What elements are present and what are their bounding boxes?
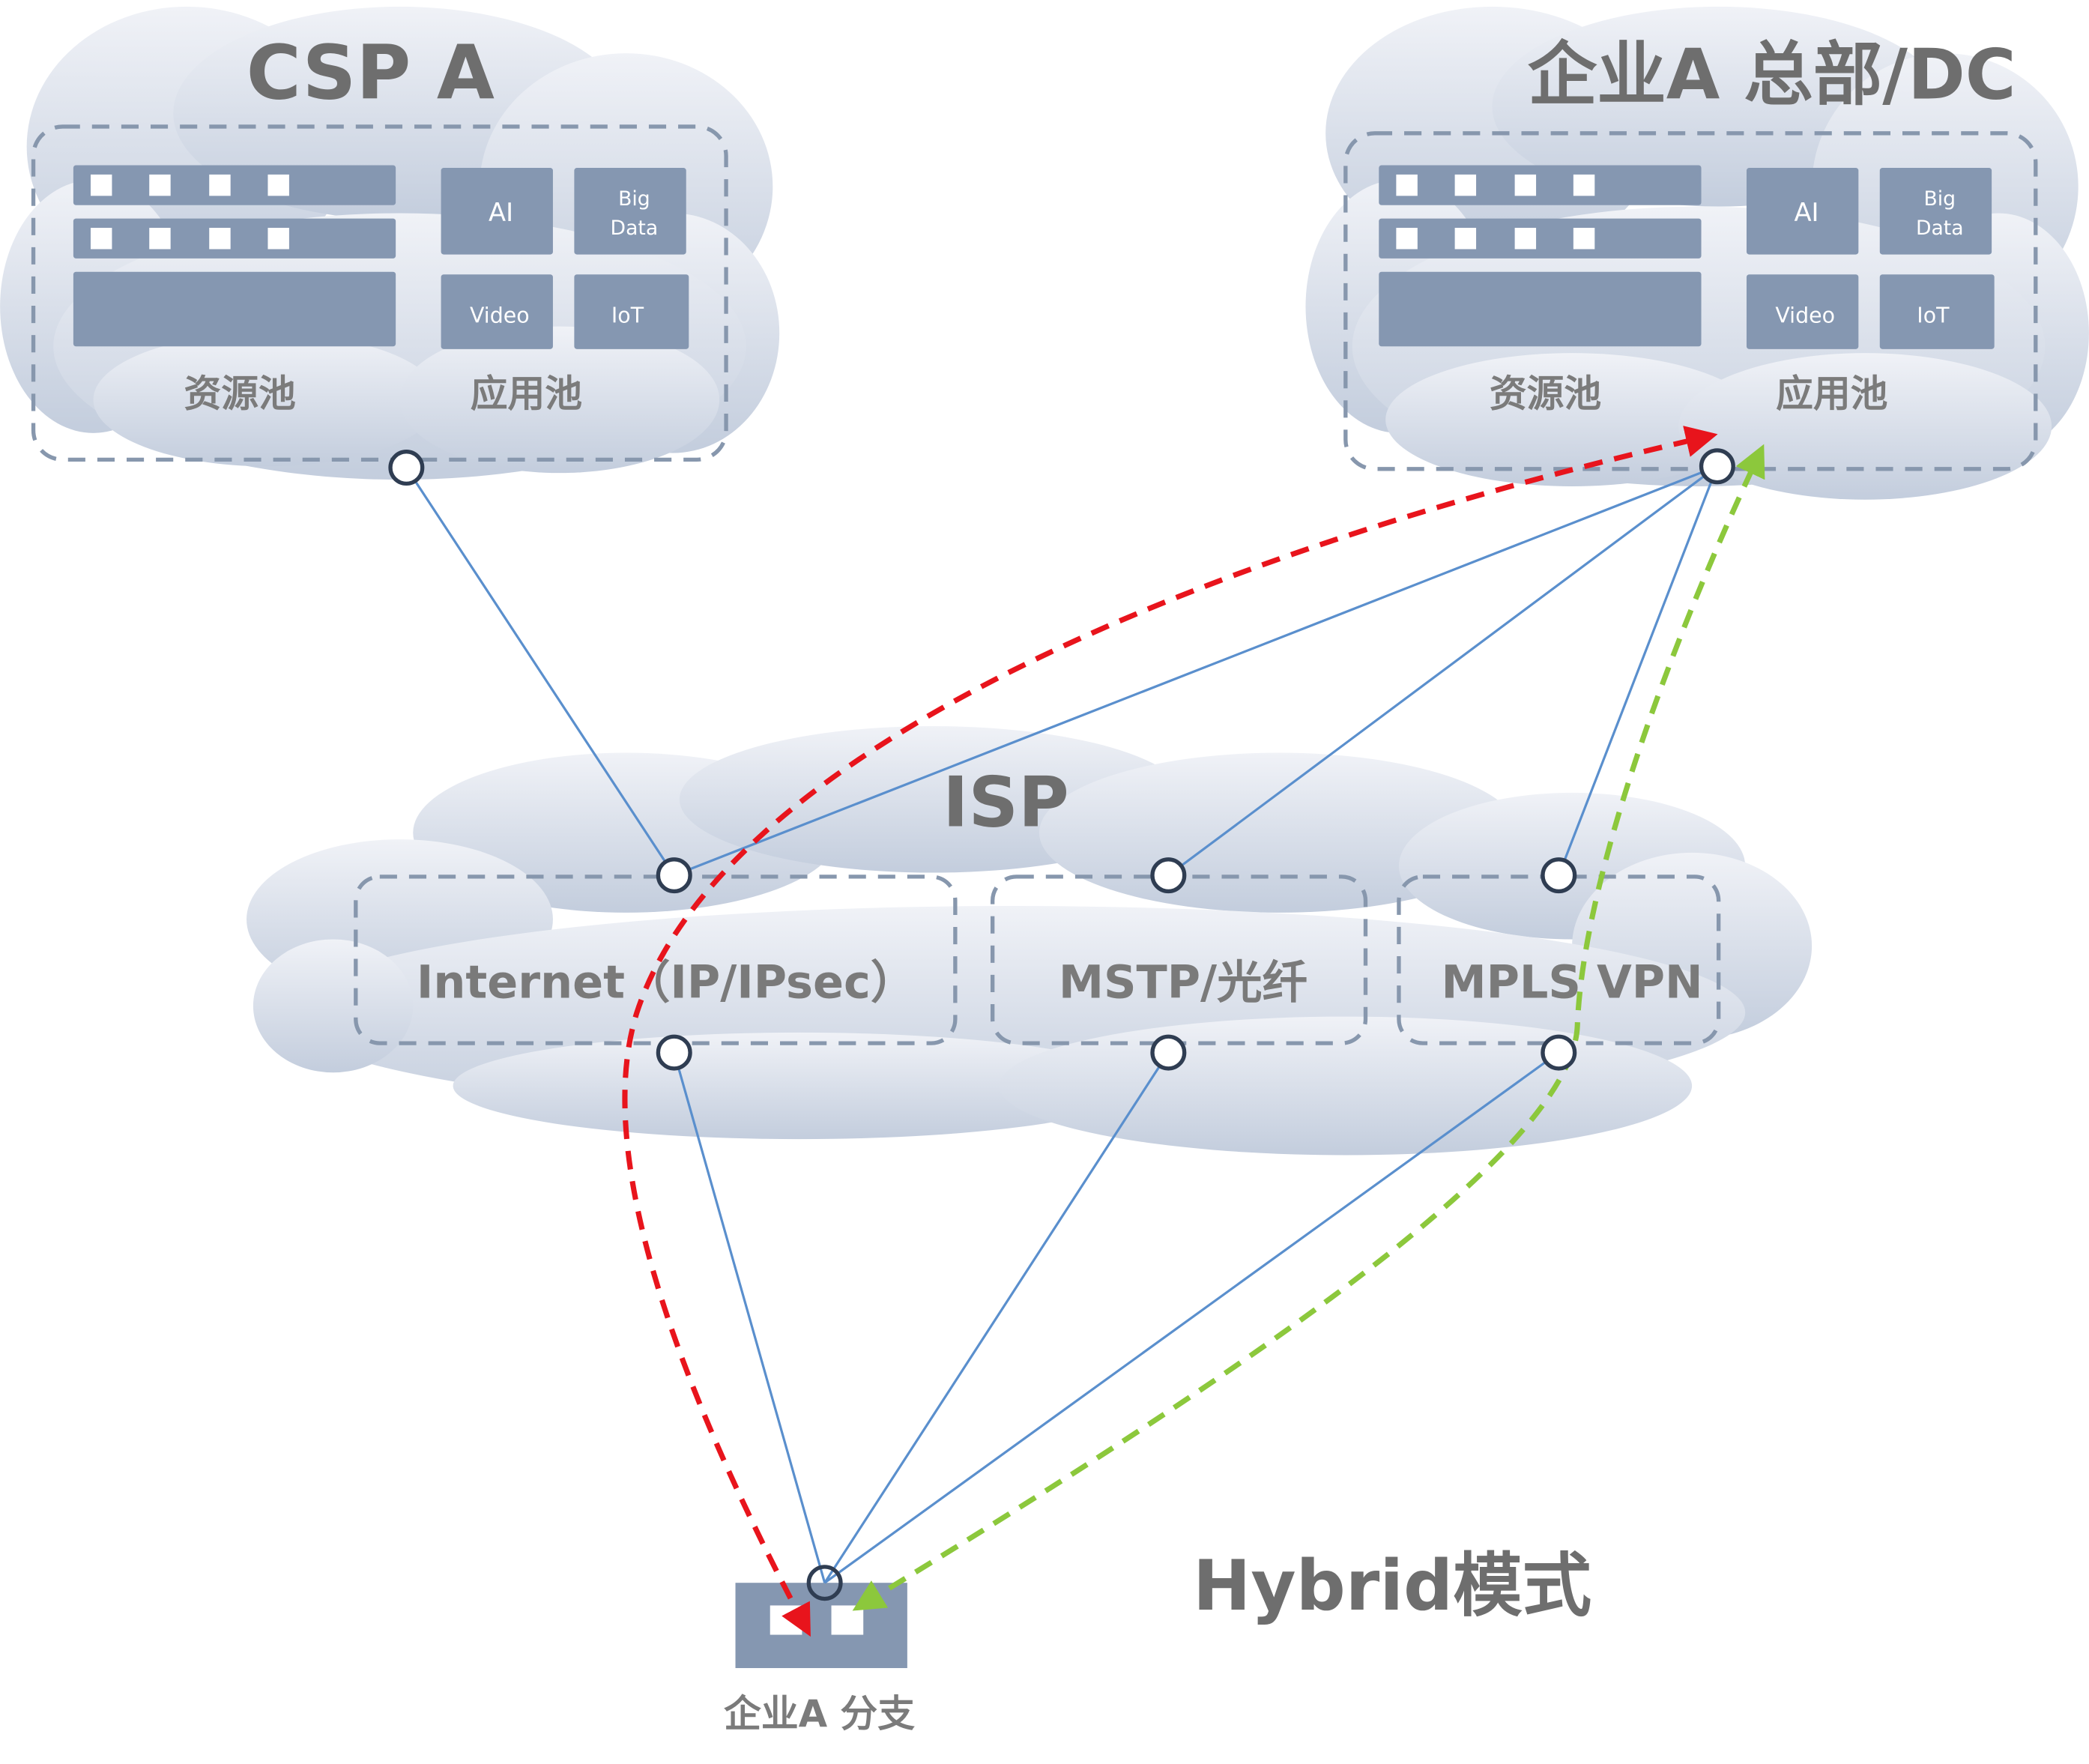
mstp-bottom-node: [1150, 1034, 1187, 1071]
nodes: [388, 448, 1735, 1601]
hq-rack-2-port: [1573, 228, 1595, 250]
csp-title: CSP A: [247, 31, 495, 117]
hq-app-iot-label: IoT: [1917, 303, 1950, 327]
hq-app-video-label: Video: [1775, 303, 1835, 327]
branch-label: 企业A 分支: [724, 1692, 915, 1736]
csp-resource-pool: [73, 165, 396, 347]
csp-boundary: [31, 124, 728, 462]
hq-app-ai: [1746, 168, 1859, 255]
csp-app-big-data: [574, 168, 686, 255]
hq-app-big-data-label-line-2: Data: [1916, 217, 1964, 240]
csp-server-rack-1: [73, 165, 396, 205]
csp-app-pool-label: 应用池: [471, 372, 582, 415]
csp-app-video: [441, 274, 553, 349]
hq-node: [1699, 448, 1735, 485]
csp-server-rack-2: [73, 218, 396, 259]
mode-label: Hybrid模式: [1193, 1545, 1591, 1626]
csp-rack-2-port: [267, 228, 289, 250]
hq-app-pool: AI Big Data Video IoT: [1746, 168, 1995, 349]
hq-app-big-data-label-line-1: Big: [1923, 187, 1956, 211]
mpls-network-label: MPLS VPN: [1441, 957, 1702, 1009]
csp-app-iot-label: IoT: [611, 303, 644, 327]
link-csp-internet: [405, 467, 676, 876]
hq-app-big-data: [1879, 168, 1992, 255]
csp-app-big-data-label-line-1: Big: [618, 187, 650, 211]
csp-app-ai-label: AI: [489, 198, 513, 227]
hq-rack-2-port: [1396, 228, 1418, 250]
hq-server-rack-2: [1379, 218, 1702, 259]
hq-app-video: [1746, 274, 1859, 349]
csp-rack-2-port: [209, 228, 231, 250]
hq-storage-block: [1379, 271, 1702, 347]
mstp-top-node: [1150, 857, 1187, 894]
hq-rack-2-port: [1454, 228, 1477, 250]
mpls-bottom-node: [1541, 1034, 1577, 1071]
csp-app-pool: AI Big Data Video IoT: [441, 168, 689, 349]
csp-rack-1-port: [149, 174, 171, 196]
isp-title: ISP: [943, 761, 1069, 842]
internet-network-label: Internet（IP/IPsec）: [417, 957, 916, 1009]
hq-server-rack-1: [1379, 165, 1702, 205]
branch-device-port: [831, 1605, 864, 1635]
csp-rack-1-port: [267, 174, 289, 196]
hq-title: 企业A 总部/DC: [1528, 34, 2016, 115]
csp-app-video-label: Video: [470, 303, 530, 327]
hq-rack-2-port: [1514, 228, 1537, 250]
csp-app-big-data-label-line-2: Data: [611, 217, 659, 240]
hq-rack-1-port: [1396, 174, 1418, 196]
internet-top-node: [656, 857, 692, 894]
mpls-top-node: [1541, 857, 1577, 894]
csp-app-ai: [441, 168, 553, 255]
hq-resource-pool-label: 资源池: [1490, 372, 1601, 415]
csp-storage-block: [73, 271, 396, 347]
hq-app-pool-label: 应用池: [1776, 372, 1887, 415]
hq-rack-1-port: [1454, 174, 1477, 196]
hq-app-iot: [1879, 274, 1995, 349]
mstp-network-label: MSTP/光纤: [1059, 957, 1307, 1009]
csp-node: [388, 450, 425, 486]
csp-rack-1-port: [90, 174, 112, 196]
csp-rack-2-port: [90, 228, 112, 250]
csp-rack-1-port: [209, 174, 231, 196]
branch-node: [806, 1565, 843, 1601]
hq-rack-1-port: [1573, 174, 1595, 196]
internet-bottom-node: [656, 1034, 692, 1071]
csp-rack-2-port: [149, 228, 171, 250]
csp-resource-pool-label: 资源池: [184, 372, 295, 415]
internet-traffic-path: [622, 426, 1718, 1637]
branch-device: [735, 1583, 907, 1668]
csp-app-iot: [574, 274, 689, 349]
hq-app-ai-label: AI: [1794, 198, 1819, 227]
hq-resource-pool: [1379, 165, 1702, 347]
hq-rack-1-port: [1514, 174, 1537, 196]
